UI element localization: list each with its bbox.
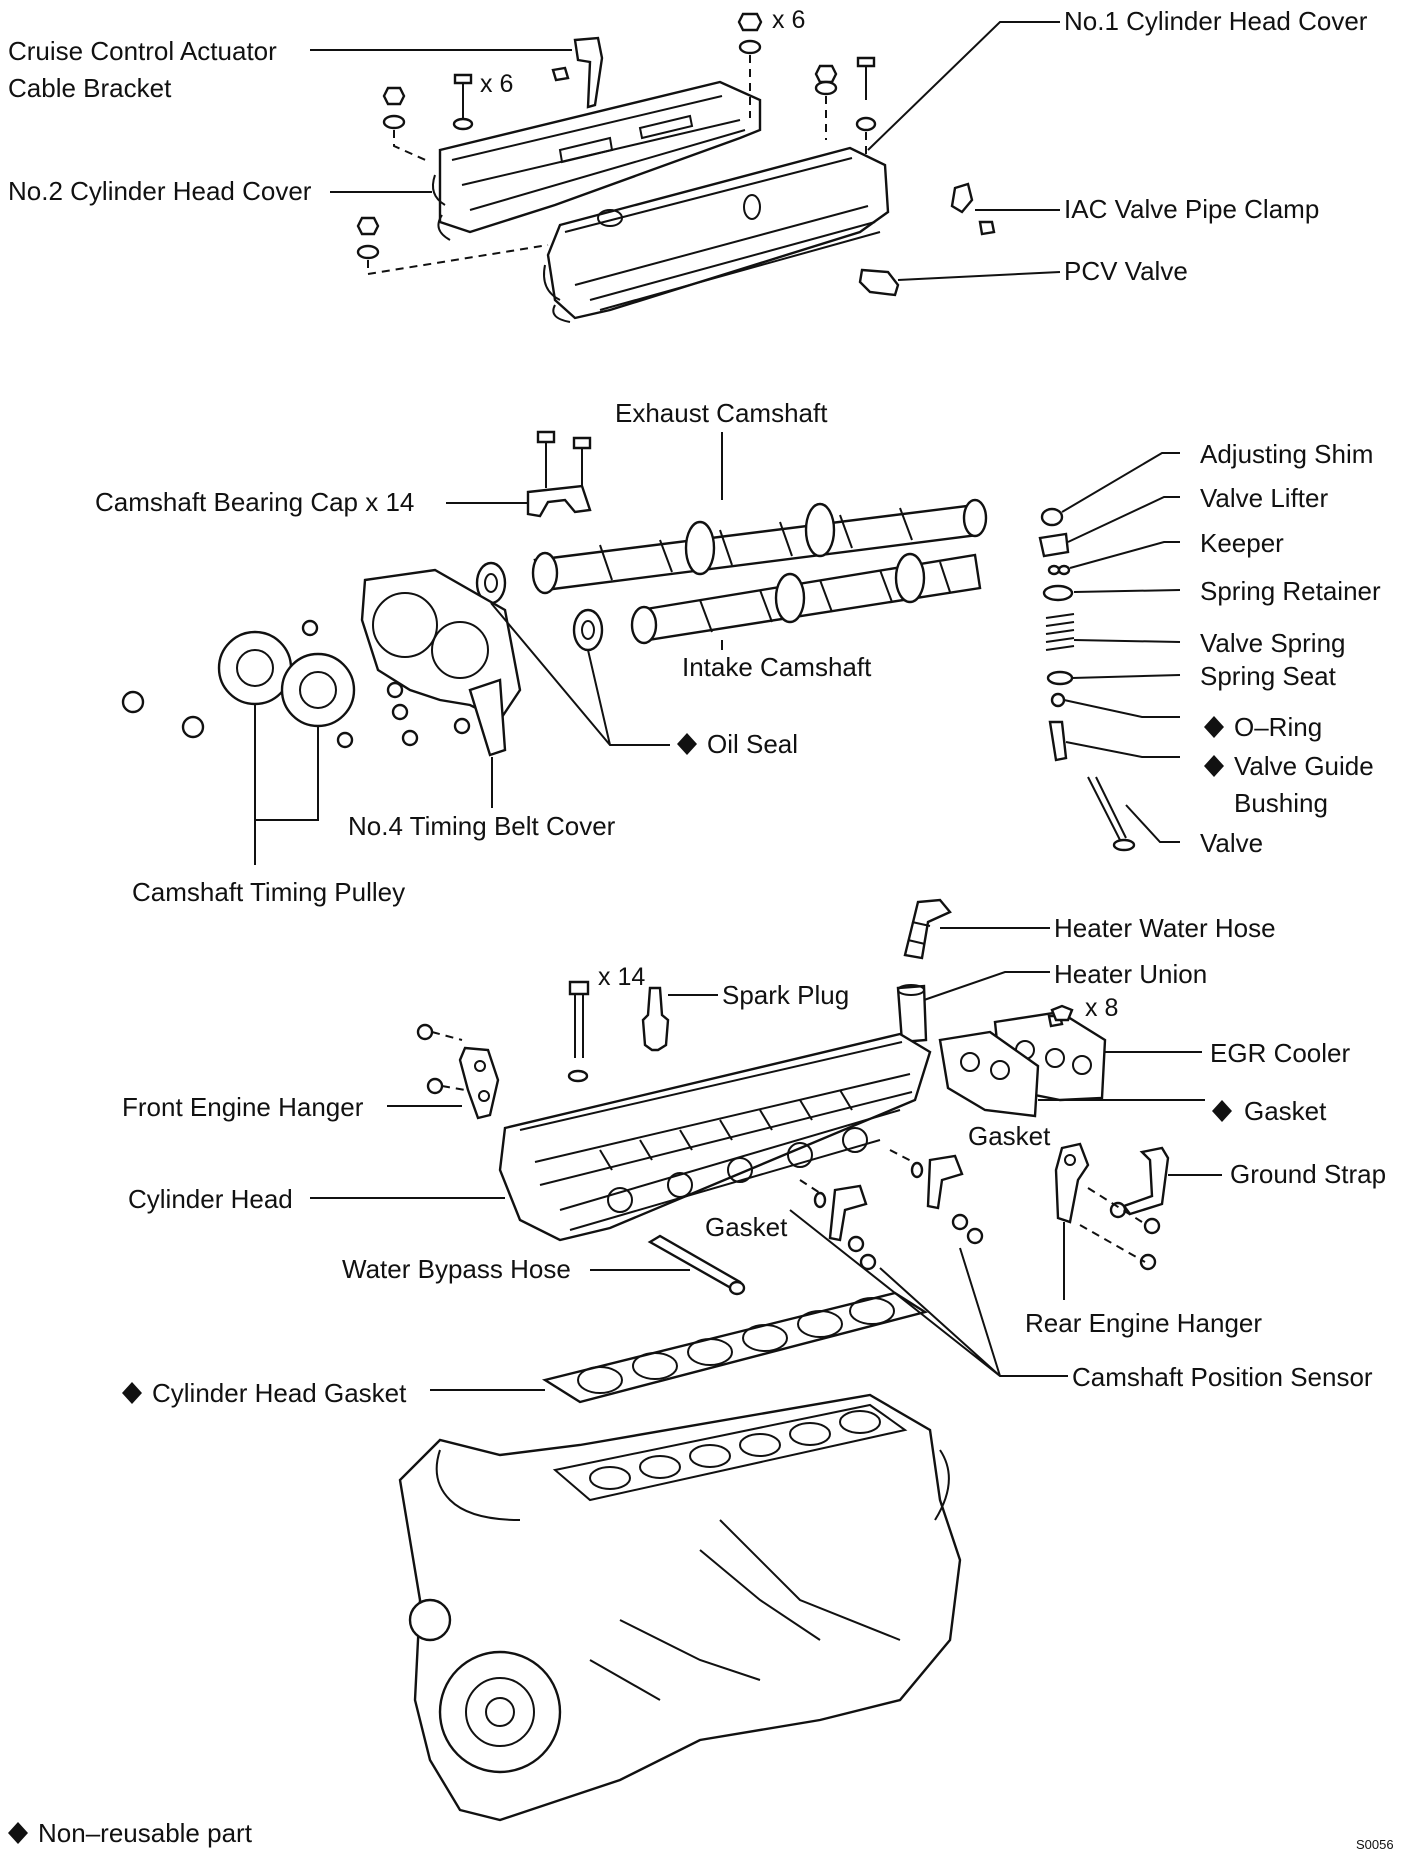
label-valve-guide-1: Valve Guide (1234, 751, 1374, 781)
cover-nuts-and-grommets (356, 12, 838, 260)
camshaft-position-sensors (799, 1149, 984, 1271)
rear-engine-hanger-part (1054, 1142, 1090, 1224)
label-no1-head-cover: No.1 Cylinder Head Cover (1064, 6, 1368, 36)
camshaft-bearing-cap-part (526, 430, 592, 518)
label-ground-strap: Ground Strap (1230, 1159, 1386, 1189)
cruise-control-bracket-part (551, 36, 604, 109)
label-intake-camshaft: Intake Camshaft (682, 652, 872, 682)
cylinder-head-part (498, 1032, 932, 1242)
label-rear-engine-hanger: Rear Engine Hanger (1025, 1308, 1262, 1338)
label-no4-timing-cover: No.4 Timing Belt Cover (348, 811, 616, 841)
label-spring-retainer: Spring Retainer (1200, 576, 1381, 606)
qty-head-bolt: x 14 (598, 963, 645, 991)
diamond-valve-guide (1204, 755, 1224, 777)
egr-nut-icon (1050, 1004, 1074, 1022)
label-cam-position-sensor: Camshaft Position Sensor (1072, 1362, 1373, 1392)
pcv-valve-part (858, 268, 900, 297)
leader-timing-pulley (254, 704, 319, 865)
iac-clamp-part (950, 182, 996, 236)
label-cruise-control-2: Cable Bracket (8, 73, 172, 103)
exhaust-camshaft-part (531, 498, 988, 595)
egr-gasket-part (938, 1030, 1040, 1118)
leader-no1-cover (867, 21, 1060, 151)
label-valve: Valve (1200, 828, 1263, 858)
no1-cylinder-head-cover (543, 146, 890, 323)
cover-dashed-guides (367, 55, 867, 276)
label-no2-head-cover: No.2 Cylinder Head Cover (8, 176, 312, 206)
label-oil-seal: Oil Seal (707, 729, 798, 759)
label-valve-spring: Valve Spring (1200, 628, 1346, 658)
label-bearing-cap: Camshaft Bearing Cap x 14 (95, 487, 414, 517)
ground-strap-part (1079, 1146, 1170, 1271)
label-heater-water-hose: Heater Water Hose (1054, 913, 1276, 943)
no2-cylinder-head-cover (432, 80, 762, 241)
diamond-egr-gasket (1212, 1100, 1232, 1122)
heater-union-part (896, 984, 928, 1044)
no4-timing-belt-cover-part (360, 568, 522, 757)
leader-pcv (897, 271, 1061, 281)
label-gasket-lower: Gasket (705, 1212, 788, 1242)
cover-bolts (452, 56, 877, 132)
label-heater-union: Heater Union (1054, 959, 1207, 989)
label-exhaust-camshaft: Exhaust Camshaft (615, 398, 828, 428)
legend-text: Non–reusable part (38, 1818, 253, 1848)
label-adjusting-shim: Adjusting Shim (1200, 439, 1373, 469)
valve-train-leaders (1061, 452, 1181, 843)
head-bolt-part (567, 980, 590, 1083)
diamond-o-ring (1204, 716, 1224, 738)
diamond-head-gasket (122, 1382, 142, 1404)
cylinder-block-part (398, 1393, 962, 1822)
label-cruise-control-1: Cruise Control Actuator (8, 36, 277, 66)
figure-code: S0056 (1356, 1837, 1394, 1852)
camshaft-timing-pulleys (121, 619, 471, 749)
qty-bolt-left: x 6 (480, 70, 513, 98)
label-keeper: Keeper (1200, 528, 1284, 558)
qty-egr-nut: x 8 (1085, 994, 1118, 1022)
diamond-oil-seal (677, 733, 697, 755)
legend-diamond-icon (8, 1822, 28, 1844)
leader-heater-union (923, 971, 1050, 1001)
label-valve-lifter: Valve Lifter (1200, 483, 1328, 513)
label-timing-pulley: Camshaft Timing Pulley (132, 877, 405, 907)
cylinder-head-gasket-part (541, 1291, 928, 1404)
leader-cam-sensor (789, 1209, 1068, 1377)
qty-nut-top: x 6 (772, 6, 805, 34)
label-water-bypass-hose: Water Bypass Hose (342, 1254, 571, 1284)
label-front-engine-hanger: Front Engine Hanger (122, 1092, 364, 1122)
water-bypass-hose-part (647, 1234, 746, 1296)
label-o-ring: O–Ring (1234, 712, 1322, 742)
label-cylinder-head-gasket: Cylinder Head Gasket (152, 1378, 407, 1408)
label-valve-guide-2: Bushing (1234, 788, 1328, 818)
label-egr-gasket: Gasket (1244, 1096, 1327, 1126)
intake-camshaft-part (630, 552, 982, 645)
spark-plug-part (641, 986, 670, 1052)
heater-water-hose-part (903, 898, 952, 960)
label-gasket-upper: Gasket (968, 1121, 1051, 1151)
leader-oil-seal (490, 602, 670, 746)
label-cylinder-head: Cylinder Head (128, 1184, 293, 1214)
valve-train-parts (1038, 507, 1136, 852)
label-spring-seat: Spring Seat (1200, 661, 1337, 691)
front-engine-hanger-part (416, 1023, 500, 1120)
label-pcv-valve: PCV Valve (1064, 256, 1188, 286)
label-iac-clamp: IAC Valve Pipe Clamp (1064, 194, 1319, 224)
label-spark-plug: Spark Plug (722, 980, 849, 1010)
label-egr-cooler: EGR Cooler (1210, 1038, 1350, 1068)
